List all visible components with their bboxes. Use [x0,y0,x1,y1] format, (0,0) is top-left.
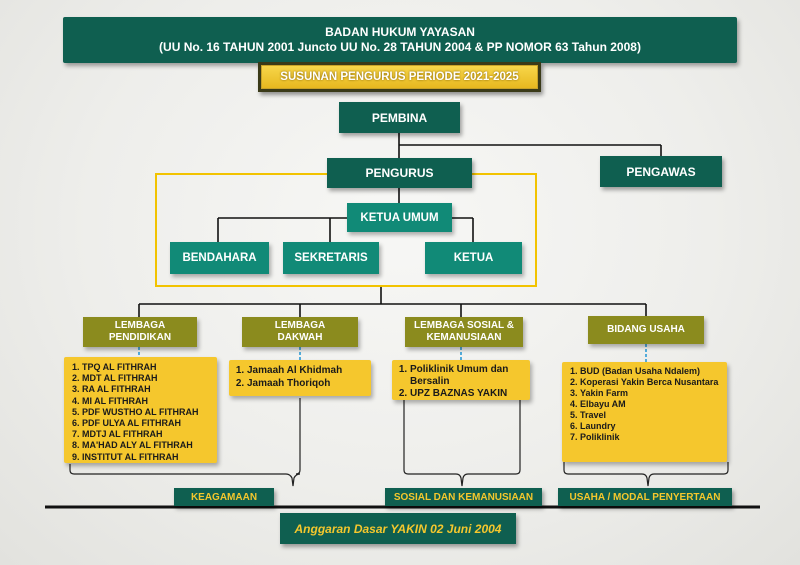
header-title-line1: BADAN HUKUM YAYASAN [325,25,475,39]
list-item: INSTITUT AL FITHRAH [82,452,213,463]
sekretaris-label: SEKRETARIS [294,252,368,264]
unit-title-dakwah: LEMBAGA DAKWAH [242,317,358,347]
list-item: Jamaah Al Khidmah [247,364,369,377]
list-item: MA'HAD ALY AL FITHRAH [82,440,213,451]
footer-banner-label: Anggaran Dasar YAKIN 02 Juni 2004 [294,521,502,536]
bendahara-label: BENDAHARA [182,252,257,264]
footer-label-keagamaan-text: KEAGAMAAN [190,491,258,503]
list-item: Yakin Farm [580,388,725,399]
footer-label-sosial-text: SOSIAL DAN KEMANUSIAAN [393,491,534,503]
list-item: MDTJ AL FITHRAH [82,429,213,440]
header-title-line2: (UU No. 16 TAHUN 2001 Juncto UU No. 28 T… [159,40,641,54]
ketua-umum-label: KETUA UMUM [360,211,439,224]
list-item: Koperasi Yakin Berca Nusantara [580,377,725,388]
ketua-umum-node: KETUA UMUM [347,203,452,232]
bendahara-node: BENDAHARA [170,242,269,274]
list-item: PDF WUSTHO AL FITHRAH [82,407,213,418]
pembina-node: PEMBINA [339,102,460,133]
pembina-label: PEMBINA [371,110,428,125]
unit-list-sosial: Poliklinik Umum dan Bersalin UPZ BAZNAS … [392,360,530,400]
footer-label-usaha: USAHA / MODAL PENYERTAAN [558,488,732,506]
unit-list-pendidikan: TPQ AL FITHRAH MDT AL FITHRAH RA AL FITH… [64,357,217,463]
list-item: TPQ AL FITHRAH [82,362,213,373]
footer-banner: Anggaran Dasar YAKIN 02 Juni 2004 [280,513,516,544]
list-item: Poliklinik [580,432,725,443]
footer-label-sosial: SOSIAL DAN KEMANUSIAAN [385,488,542,506]
list-item: Laundry [580,421,725,432]
header-banner: BADAN HUKUM YAYASAN (UU No. 16 TAHUN 200… [63,17,737,63]
unit-title-usaha: BIDANG USAHA [588,316,704,344]
list-item: BUD (Badan Usaha Ndalem) [580,366,725,377]
list-item: MI AL FITHRAH [82,396,213,407]
unit-title-sosial: LEMBAGA SOSIAL & KEMANUSIAAN [405,317,523,347]
period-banner-label: SUSUNAN PENGURUS PERIODE 2021-2025 [261,65,538,89]
pengawas-label: PENGAWAS [626,164,696,179]
period-banner: SUSUNAN PENGURUS PERIODE 2021-2025 [258,62,541,92]
footer-label-usaha-text: USAHA / MODAL PENYERTAAN [569,491,721,503]
pengawas-node: PENGAWAS [600,156,722,187]
unit-list-dakwah: Jamaah Al Khidmah Jamaah Thoriqoh [229,360,371,396]
footer-label-keagamaan: KEAGAMAAN [174,488,274,506]
unit-title-pendidikan-label: LEMBAGA PENDIDIKAN [108,320,172,343]
unit-title-sosial-label: LEMBAGA SOSIAL & KEMANUSIAAN [413,320,514,343]
unit-title-pendidikan: LEMBAGA PENDIDIKAN [83,317,197,347]
list-item: RA AL FITHRAH [82,384,213,395]
list-item: Travel [580,410,725,421]
unit-title-usaha-label: BIDANG USAHA [607,324,685,335]
ketua-label: KETUA [453,252,494,264]
list-item: Jamaah Thoriqoh [247,377,369,390]
pengurus-label: PENGURUS [365,166,434,180]
sekretaris-node: SEKRETARIS [283,242,379,274]
unit-list-usaha: BUD (Badan Usaha Ndalem) Koperasi Yakin … [562,362,727,462]
list-item: Elbayu AM [580,399,725,410]
list-item: MDT AL FITHRAH [82,373,213,384]
pengurus-node: PENGURUS [327,158,472,188]
list-item: Poliklinik Umum dan Bersalin [410,364,528,388]
unit-title-dakwah-label: LEMBAGA DAKWAH [274,320,326,343]
ketua-node: KETUA [425,242,522,274]
list-item: UPZ BAZNAS YAKIN [410,388,528,400]
list-item: PDF ULYA AL FITHRAH [82,418,213,429]
